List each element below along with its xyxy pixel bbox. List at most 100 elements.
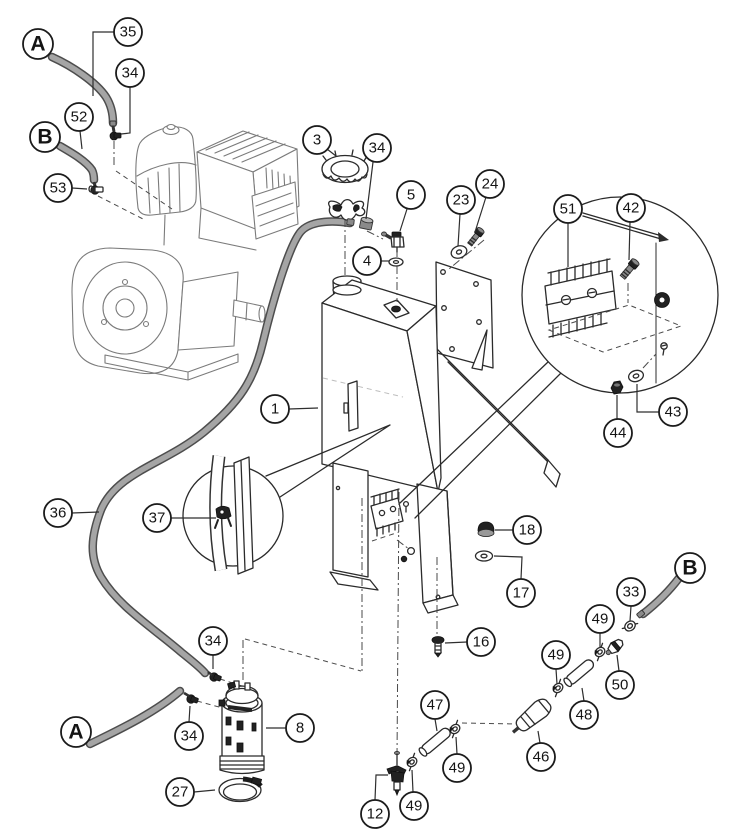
hose-b-top (55, 141, 99, 185)
callout-42: 42 (616, 193, 646, 223)
detail-circle-terminal (399, 196, 719, 519)
screw-16 (431, 636, 445, 658)
callout-17: 17 (506, 578, 536, 608)
callout-43: 43 (658, 397, 688, 427)
washer-17 (474, 550, 494, 562)
svg-text:34: 34 (181, 728, 198, 745)
callout-34-2: 34 (362, 133, 392, 163)
hose-a-top (47, 52, 118, 128)
svg-text:B: B (682, 557, 697, 580)
leader-lines (71, 31, 659, 801)
fuel-cap (321, 149, 369, 184)
washer-23 (450, 245, 468, 259)
callout-48: 48 (569, 700, 599, 730)
terminal-block-small (370, 488, 416, 563)
callout-a-bottom: A (60, 716, 92, 748)
svg-text:44: 44 (610, 425, 627, 442)
tank-stand (329, 462, 459, 614)
svg-text:51: 51 (560, 201, 577, 218)
svg-text:48: 48 (576, 707, 593, 724)
svg-text:1: 1 (271, 401, 279, 418)
svg-text:42: 42 (623, 200, 640, 217)
svg-text:33: 33 (623, 584, 640, 601)
svg-text:53: 53 (50, 180, 67, 197)
nut-44 (610, 380, 624, 395)
bushing-34 (359, 216, 374, 231)
check-valve-50 (605, 638, 624, 656)
nut-33 (621, 620, 639, 632)
svg-text:16: 16 (473, 634, 490, 651)
callout-1: 1 (260, 394, 290, 424)
callout-16: 16 (466, 627, 496, 657)
svg-text:43: 43 (665, 404, 682, 421)
svg-text:34: 34 (205, 633, 222, 650)
callout-49-a: 49 (585, 604, 615, 634)
callout-47: 47 (420, 690, 450, 720)
engine-illustration (71, 123, 300, 381)
callout-53: 53 (43, 173, 73, 203)
fitting-34-low (183, 691, 199, 704)
cap-nut-18 (477, 521, 495, 538)
fitting-49-d (402, 752, 422, 772)
svg-text:3: 3 (313, 132, 321, 149)
svg-text:4: 4 (363, 253, 371, 270)
fitting-53 (88, 181, 104, 195)
callout-34-1: 34 (115, 58, 145, 88)
fitting-5 (381, 231, 405, 253)
callout-23: 23 (446, 185, 476, 215)
callout-a-top: A (22, 28, 54, 60)
callout-24: 24 (475, 169, 505, 199)
svg-text:49: 49 (592, 611, 609, 628)
pump-motor-8 (218, 680, 265, 775)
callout-36: 36 (43, 498, 73, 528)
svg-text:24: 24 (482, 176, 499, 193)
centerlines (97, 141, 519, 758)
callout-8: 8 (285, 713, 315, 743)
callout-27: 27 (165, 777, 195, 807)
svg-text:46: 46 (533, 749, 550, 766)
callout-49-c: 49 (442, 753, 472, 783)
hose-36 (88, 217, 355, 678)
callout-b-top: B (29, 121, 61, 153)
clamp-27 (218, 776, 263, 803)
svg-text:23: 23 (453, 192, 470, 209)
fuel-tank (321, 275, 442, 493)
svg-text:49: 49 (449, 760, 466, 777)
cap-gasket (328, 198, 366, 221)
tube-48 (563, 659, 595, 688)
filter-46 (511, 698, 552, 734)
callout-44: 44 (603, 418, 633, 448)
hose-a-bottom (85, 686, 185, 749)
fitting-34-mid (207, 670, 222, 682)
callout-34-4: 34 (174, 721, 204, 751)
callout-4: 4 (352, 246, 382, 276)
bolt-24 (467, 227, 485, 247)
svg-text:B: B (37, 126, 52, 149)
svg-text:18: 18 (519, 522, 536, 539)
callout-5: 5 (396, 180, 426, 210)
callout-46: 46 (526, 742, 556, 772)
svg-text:36: 36 (50, 505, 67, 522)
svg-text:37: 37 (149, 510, 166, 527)
callout-52: 52 (64, 102, 94, 132)
svg-text:12: 12 (367, 806, 384, 823)
washer-43 (627, 369, 645, 383)
callout-3: 3 (302, 125, 332, 155)
svg-text:A: A (68, 721, 83, 744)
svg-text:49: 49 (406, 798, 423, 815)
hose-clip-37 (214, 505, 232, 529)
drain-valve-12 (386, 751, 407, 797)
callout-49-b: 49 (541, 640, 571, 670)
svg-text:49: 49 (548, 647, 565, 664)
callout-37: 37 (142, 503, 172, 533)
callout-b-bottom: B (674, 552, 706, 584)
svg-text:34: 34 (122, 65, 139, 82)
tube-47 (418, 727, 451, 757)
svg-text:50: 50 (612, 677, 629, 694)
callout-51: 51 (553, 194, 583, 224)
svg-text:5: 5 (407, 187, 415, 204)
hose-b-bottom (636, 573, 684, 619)
callout-50: 50 (605, 670, 635, 700)
